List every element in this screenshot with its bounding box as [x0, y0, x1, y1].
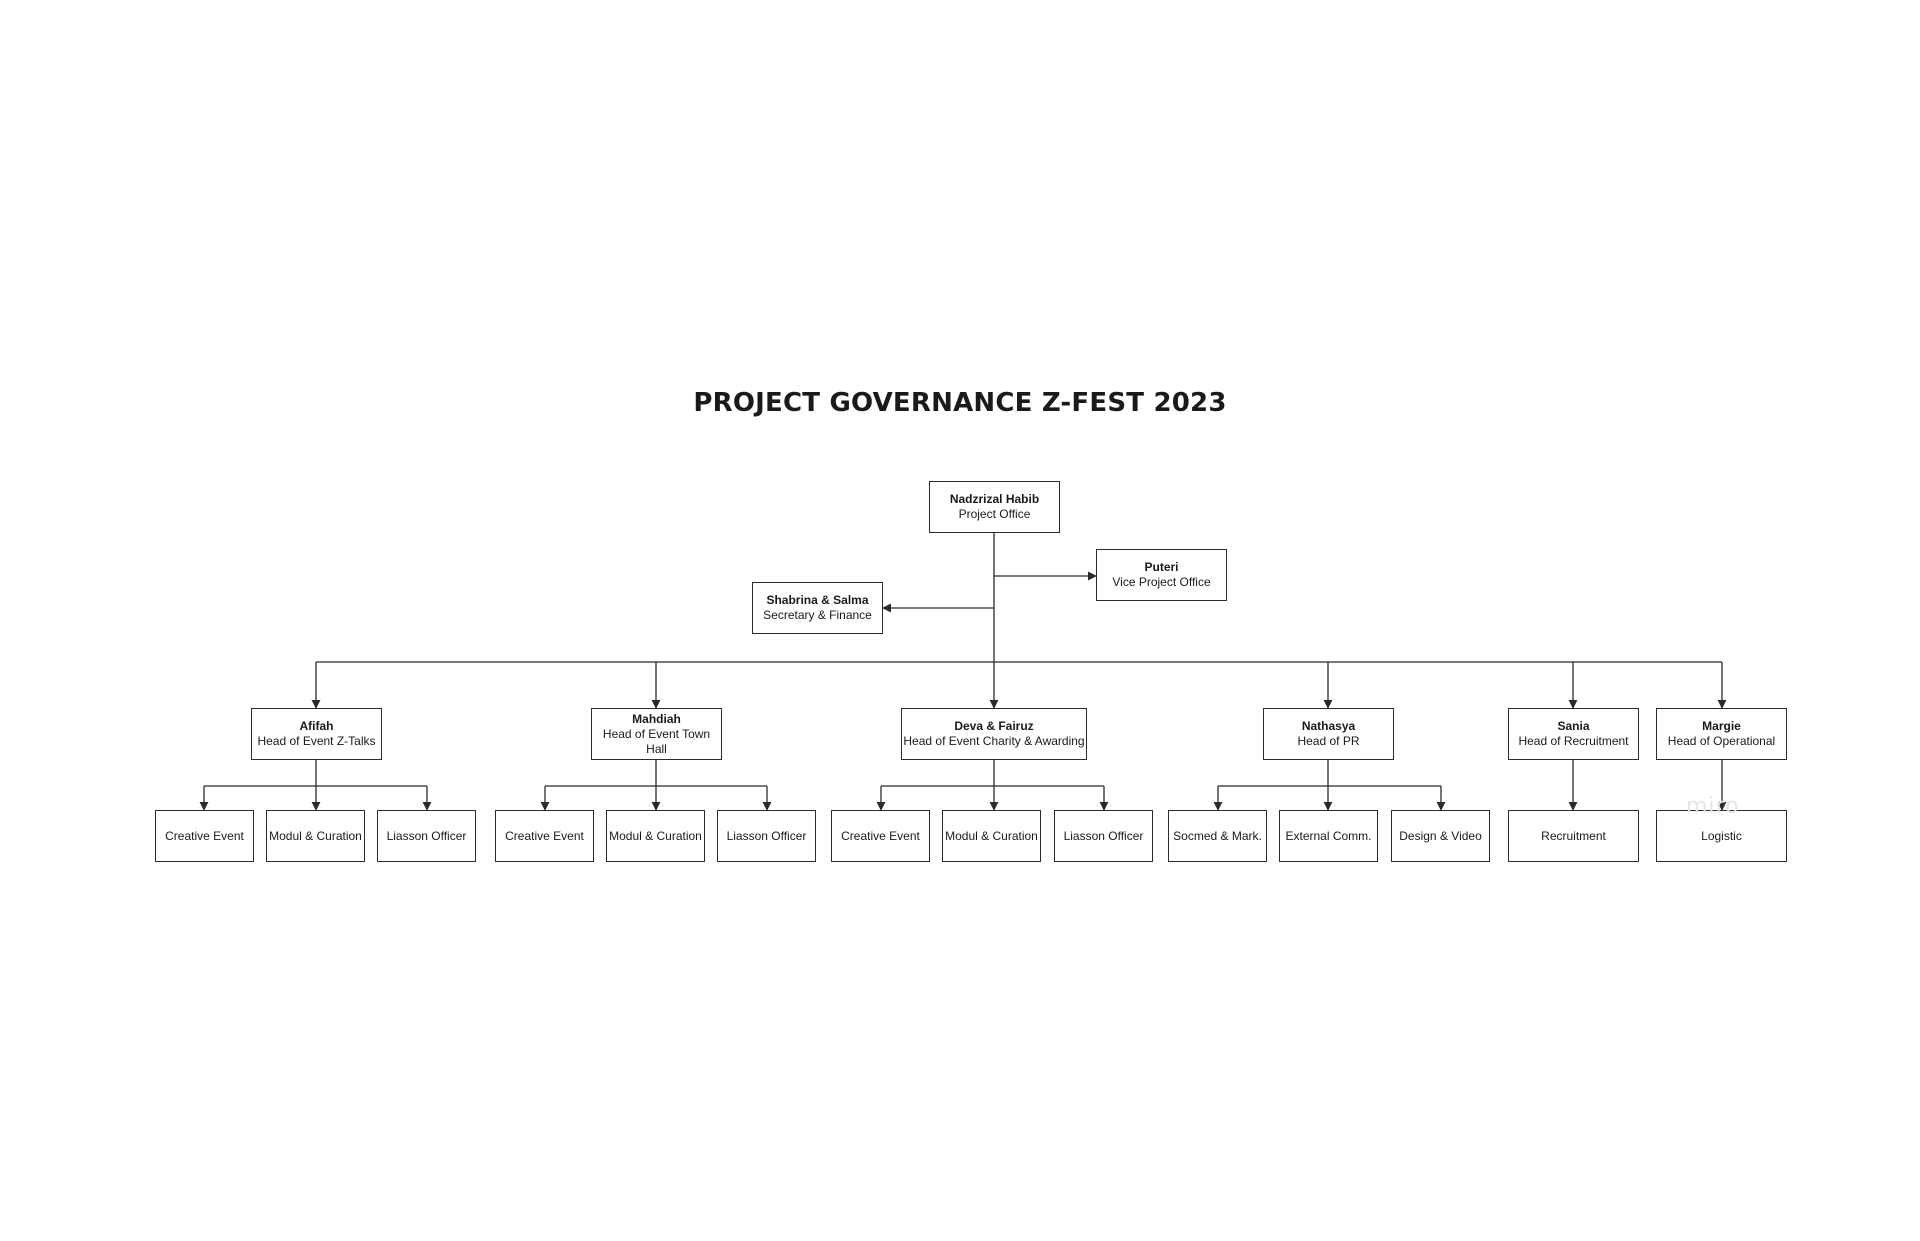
node-project-office[interactable]: Nadzrizal Habib Project Office — [929, 481, 1060, 533]
node-team-town-hall-creative-event[interactable]: Creative Event — [495, 810, 594, 862]
node-role: Head of Operational — [1667, 734, 1776, 748]
node-label: Modul & Curation — [945, 828, 1038, 843]
node-team-z-talks-liasson-officer[interactable]: Liasson Officer — [377, 810, 476, 862]
node-name: Mahdiah — [632, 711, 681, 726]
node-head-charity-awarding[interactable]: Deva & Fairuz Head of Event Charity & Aw… — [901, 708, 1087, 760]
node-label: Modul & Curation — [609, 828, 702, 843]
node-label: Creative Event — [505, 828, 584, 843]
node-label: Liasson Officer — [726, 828, 807, 843]
node-team-town-hall-modul-curation[interactable]: Modul & Curation — [606, 810, 705, 862]
node-team-charity-liasson-officer[interactable]: Liasson Officer — [1054, 810, 1153, 862]
node-label: Design & Video — [1399, 828, 1482, 843]
miro-watermark: miro — [1686, 794, 1740, 819]
node-head-town-hall[interactable]: Mahdiah Head of Event Town Hall — [591, 708, 722, 760]
node-team-z-talks-modul-curation[interactable]: Modul & Curation — [266, 810, 365, 862]
node-head-z-talks[interactable]: Afifah Head of Event Z-Talks — [251, 708, 382, 760]
node-label: Liasson Officer — [1063, 828, 1144, 843]
node-secretary-finance[interactable]: Shabrina & Salma Secretary & Finance — [752, 582, 883, 634]
node-team-pr-external-comm[interactable]: External Comm. — [1279, 810, 1378, 862]
node-team-logistic[interactable]: Logistic — [1656, 810, 1787, 862]
node-team-pr-design-video[interactable]: Design & Video — [1391, 810, 1490, 862]
node-label: Creative Event — [165, 828, 244, 843]
node-name: Nathasya — [1301, 719, 1356, 733]
node-name: Margie — [1702, 719, 1741, 733]
node-role: Vice Project Office — [1112, 575, 1211, 589]
node-name: Shabrina & Salma — [766, 593, 869, 607]
node-head-operational[interactable]: Margie Head of Operational — [1656, 708, 1787, 760]
node-name: Deva & Fairuz — [954, 719, 1034, 733]
node-role: Head of Event Charity & Awarding — [903, 734, 1085, 748]
diagram-title: PROJECT GOVERNANCE Z-FEST 2023 — [693, 388, 1227, 418]
node-vice-project-office[interactable]: Puteri Vice Project Office — [1096, 549, 1227, 601]
node-label: Recruitment — [1541, 828, 1606, 843]
node-label: Modul & Curation — [269, 828, 362, 843]
node-label: Socmed & Mark. — [1173, 828, 1262, 843]
node-head-recruitment[interactable]: Sania Head of Recruitment — [1508, 708, 1639, 760]
node-label: External Comm. — [1285, 828, 1372, 843]
node-label: Creative Event — [841, 828, 920, 843]
node-label: Liasson Officer — [386, 828, 467, 843]
node-team-recruitment[interactable]: Recruitment — [1508, 810, 1639, 862]
node-role: Project Office — [958, 507, 1031, 521]
node-name: Sania — [1557, 719, 1590, 733]
node-name: Nadzrizal Habib — [949, 492, 1040, 506]
node-role: Head of PR — [1297, 734, 1360, 748]
node-team-town-hall-liasson-officer[interactable]: Liasson Officer — [717, 810, 816, 862]
node-team-charity-modul-curation[interactable]: Modul & Curation — [942, 810, 1041, 862]
node-team-z-talks-creative-event[interactable]: Creative Event — [155, 810, 254, 862]
node-role: Head of Event Z-Talks — [257, 734, 376, 748]
node-name: Afifah — [299, 719, 334, 733]
node-role: Head of Event Town Hall — [602, 726, 711, 756]
node-role: Head of Recruitment — [1518, 734, 1629, 748]
node-label: Logistic — [1701, 828, 1742, 843]
node-team-pr-socmed-marketing[interactable]: Socmed & Mark. — [1168, 810, 1267, 862]
node-team-charity-creative-event[interactable]: Creative Event — [831, 810, 930, 862]
node-head-pr[interactable]: Nathasya Head of PR — [1263, 708, 1394, 760]
node-name: Puteri — [1144, 560, 1179, 574]
node-role: Secretary & Finance — [763, 608, 872, 622]
